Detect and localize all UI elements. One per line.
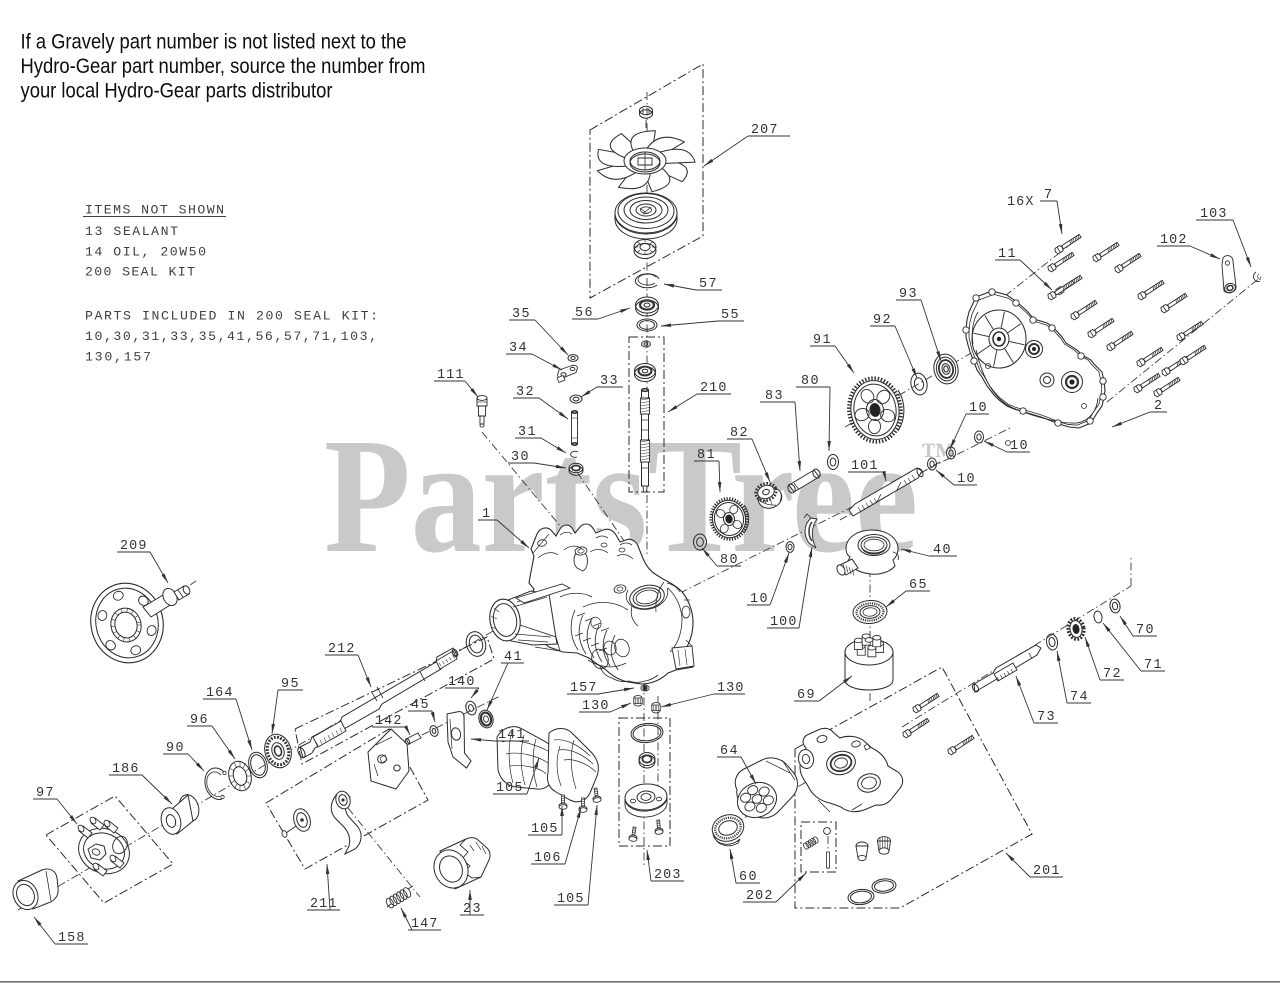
- svg-text:13 SEALANT: 13 SEALANT: [85, 224, 178, 239]
- svg-text:Hydro-Gear part number, source: Hydro-Gear part number, source the numbe…: [21, 55, 426, 78]
- svg-text:200 SEAL KIT: 200 SEAL KIT: [85, 265, 195, 280]
- svg-text:ITEMS NOT SHOWN: ITEMS NOT SHOWN: [85, 203, 224, 218]
- svg-text:PARTS INCLUDED IN 200 SEAL KIT: PARTS INCLUDED IN 200 SEAL KIT:: [85, 308, 378, 323]
- svg-text:If a Gravely part number is no: If a Gravely part number is not listed n…: [21, 30, 407, 53]
- svg-text:14 OIL, 20W50: 14 OIL, 20W50: [85, 244, 206, 259]
- svg-text:16X: 16X: [1007, 195, 1033, 210]
- svg-text:130,157: 130,157: [85, 349, 151, 364]
- svg-text:10,30,31,33,35,41,56,57,71,103: 10,30,31,33,35,41,56,57,71,103,: [85, 329, 377, 344]
- svg-text:your local Hydro-Gear parts di: your local Hydro-Gear parts distributor: [21, 79, 333, 102]
